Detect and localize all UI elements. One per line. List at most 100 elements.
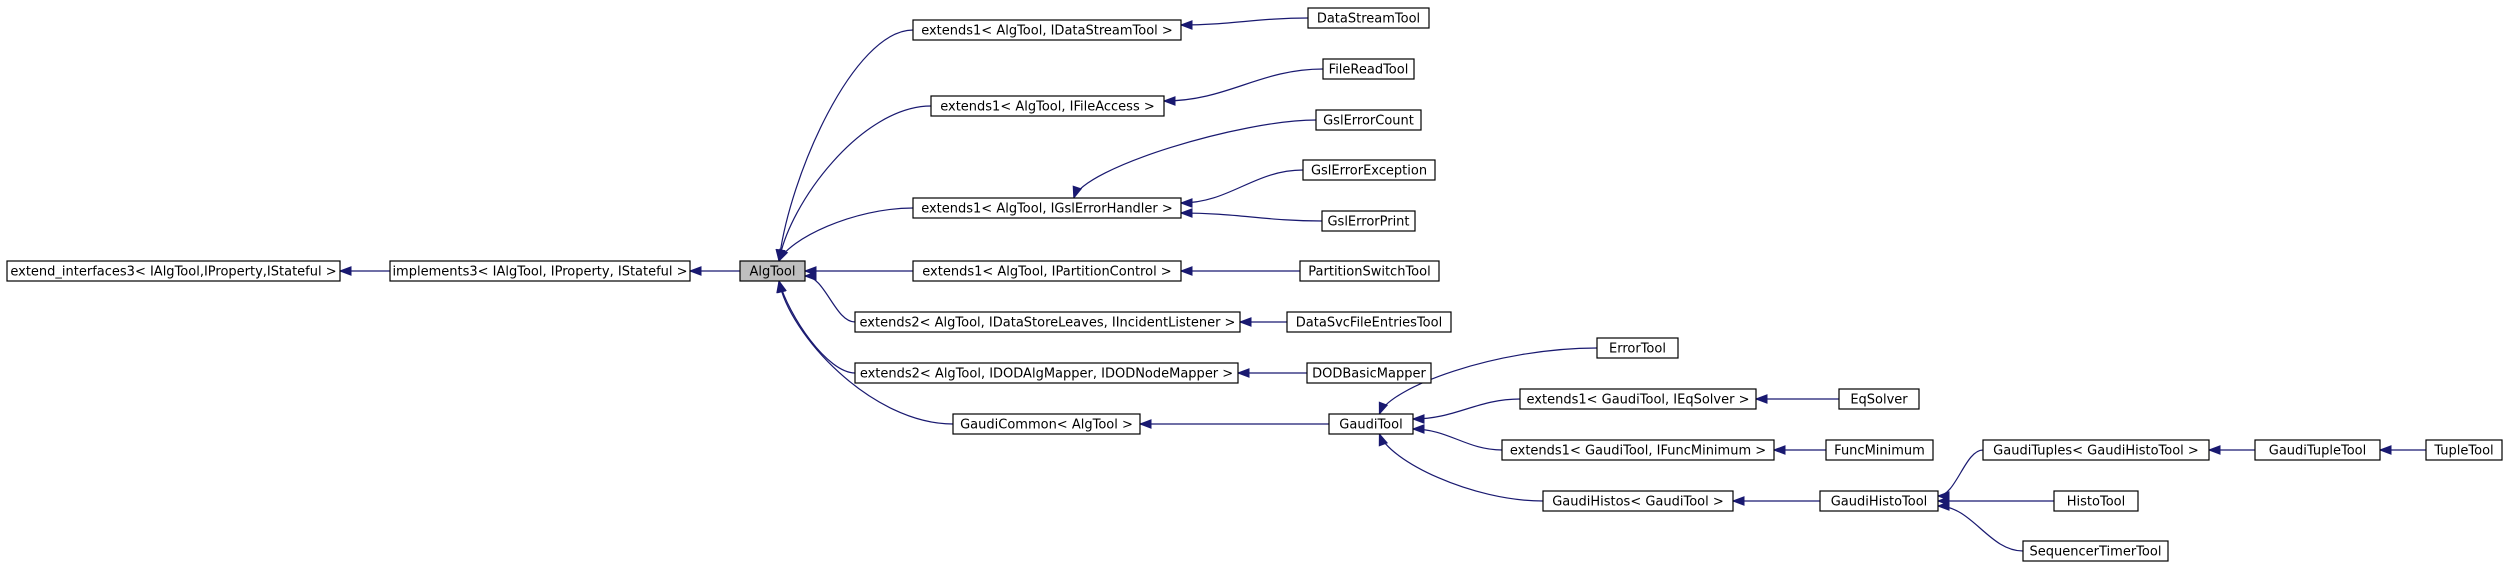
class-node-AlgTool[interactable]: AlgTool — [739, 260, 806, 282]
class-node-ext_funcmin[interactable]: extends1< GaudiTool, IFuncMinimum > — [1501, 439, 1775, 461]
edge-implements3-to-extend_interfaces3-arrowhead — [338, 266, 352, 276]
class-node-EqSolver[interactable]: EqSolver — [1838, 388, 1920, 410]
class-node-box — [1321, 210, 1416, 232]
class-node-GaudiTupleTool[interactable]: GaudiTupleTool — [2254, 439, 2381, 461]
class-node-label: TupleTool — [2433, 444, 2493, 459]
class-node-label: extends1< AlgTool, IPartitionControl > — [922, 265, 1171, 280]
edge-GaudiHistoTool-to-gaudihistos-arrowhead — [1731, 496, 1745, 506]
class-node-label: PartitionSwitchTool — [1308, 265, 1430, 280]
edge-ext_gslerror-to-AlgTool-arrowhead — [778, 248, 789, 263]
class-node-DataSvcFileEntriesTool[interactable]: DataSvcFileEntriesTool — [1286, 311, 1452, 333]
class-node-box — [1328, 413, 1414, 435]
edge-ext_datastream-to-AlgTool — [778, 29, 914, 262]
edge-SequencerTimerTool-to-GaudiHistoTool-arrowhead — [1936, 501, 1950, 511]
class-node-box — [2022, 540, 2169, 562]
class-node-FileReadTool[interactable]: FileReadTool — [1322, 58, 1415, 80]
class-node-box — [1542, 490, 1734, 512]
class-node-label: FileReadTool — [1329, 63, 1409, 78]
class-node-gaudihistos[interactable]: GaudiHistos< GaudiTool > — [1542, 490, 1734, 512]
class-node-label: GslErrorException — [1311, 164, 1427, 179]
edge-GslErrorCount-to-ext_gslerror — [1073, 119, 1317, 199]
class-node-ext_gslerror[interactable]: extends1< AlgTool, IGslErrorHandler > — [912, 197, 1182, 219]
edge-DODBasicMapper-to-ext_dod-arrowhead — [1236, 368, 1250, 378]
edge-GslErrorException-to-ext_gslerror-arrowhead — [1179, 198, 1193, 208]
class-node-label: DataSvcFileEntriesTool — [1296, 316, 1442, 331]
class-node-ext_partition[interactable]: extends1< AlgTool, IPartitionControl > — [912, 260, 1182, 282]
class-node-SequencerTimerTool[interactable]: SequencerTimerTool — [2022, 540, 2169, 562]
edge-GaudiTool-to-gaudicommon-arrowhead — [1138, 419, 1152, 429]
class-node-label: extends1< AlgTool, IFileAccess > — [940, 100, 1155, 115]
class-node-box — [1825, 439, 1934, 461]
class-node-box — [1596, 337, 1679, 359]
class-node-PartitionSwitchTool[interactable]: PartitionSwitchTool — [1299, 260, 1440, 282]
class-node-ext_dod[interactable]: extends2< AlgTool, IDODAlgMapper, IDODNo… — [854, 362, 1239, 384]
class-node-TupleTool[interactable]: TupleTool — [2425, 439, 2503, 461]
class-node-label: GslErrorPrint — [1327, 215, 1409, 230]
class-node-box — [1306, 362, 1432, 384]
class-node-box — [930, 95, 1165, 117]
class-node-GaudiHistoTool[interactable]: GaudiHistoTool — [1819, 490, 1939, 512]
class-node-box — [1501, 439, 1775, 461]
class-node-GslErrorPrint[interactable]: GslErrorPrint — [1321, 210, 1416, 232]
edge-GslErrorPrint-to-ext_gslerror-arrowhead — [1179, 208, 1193, 218]
inheritance-edges — [338, 17, 2426, 552]
edge-gaudicommon-to-AlgTool-arrowhead — [776, 279, 786, 294]
edge-DataStreamTool-to-ext_datastream — [1180, 17, 1309, 26]
class-node-label: EqSolver — [1850, 393, 1908, 408]
edge-gaudicommon-to-AlgTool — [778, 280, 954, 425]
class-node-ext_datastore[interactable]: extends2< AlgTool, IDataStoreLeaves, IIn… — [854, 311, 1241, 333]
class-node-ext_datastream[interactable]: extends1< AlgTool, IDataStreamTool > — [912, 19, 1182, 41]
edge-GslErrorCount-to-ext_gslerror-arrowhead — [1072, 185, 1083, 200]
class-node-box — [1302, 159, 1436, 181]
class-node-GslErrorCount[interactable]: GslErrorCount — [1315, 109, 1422, 131]
edge-ext_funcmin-to-GaudiTool — [1412, 428, 1503, 451]
class-node-box — [389, 260, 691, 282]
class-node-GslErrorException[interactable]: GslErrorException — [1302, 159, 1436, 181]
class-node-box — [1519, 388, 1757, 410]
class-node-DataStreamTool[interactable]: DataStreamTool — [1307, 7, 1430, 29]
class-node-box — [912, 260, 1182, 282]
class-node-GaudiTool[interactable]: GaudiTool — [1328, 413, 1414, 435]
class-node-ErrorTool[interactable]: ErrorTool — [1596, 337, 1679, 359]
edge-GaudiTupleTool-to-gaudituples-arrowhead — [2207, 445, 2221, 455]
class-node-label: HistoTool — [2067, 495, 2125, 510]
class-node-box — [1299, 260, 1440, 282]
class-node-label: SequencerTimerTool — [2030, 545, 2162, 560]
class-node-label: extends1< AlgTool, IDataStreamTool > — [921, 24, 1173, 39]
edge-ext_datastore-to-AlgTool-arrowhead — [803, 271, 817, 281]
class-node-box — [6, 260, 341, 282]
class-node-HistoTool[interactable]: HistoTool — [2053, 490, 2139, 512]
class-node-DODBasicMapper[interactable]: DODBasicMapper — [1306, 362, 1432, 384]
class-node-gaudituples[interactable]: GaudiTuples< GaudiHistoTool > — [1982, 439, 2210, 461]
class-node-box — [912, 19, 1182, 41]
class-node-label: extends1< AlgTool, IGslErrorHandler > — [921, 202, 1173, 217]
edge-ext_eqsolver-to-GaudiTool-arrowhead — [1411, 414, 1425, 424]
class-node-ext_eqsolver[interactable]: extends1< GaudiTool, IEqSolver > — [1519, 388, 1757, 410]
class-node-box — [2053, 490, 2139, 512]
class-node-gaudicommon[interactable]: GaudiCommon< AlgTool > — [952, 413, 1141, 435]
edge-FileReadTool-to-ext_fileaccess-arrowhead — [1162, 96, 1176, 106]
class-node-label: implements3< IAlgTool, IProperty, IState… — [392, 265, 687, 280]
edge-gaudihistos-to-GaudiTool — [1378, 433, 1544, 502]
class-node-ext_fileaccess[interactable]: extends1< AlgTool, IFileAccess > — [930, 95, 1165, 117]
class-node-box — [1838, 388, 1920, 410]
class-node-label: GaudiTool — [1339, 418, 1402, 433]
edge-ext_dod-to-AlgTool — [778, 280, 856, 374]
class-node-box — [2425, 439, 2503, 461]
class-node-box — [912, 197, 1182, 219]
edge-ErrorTool-to-GaudiTool — [1378, 347, 1598, 415]
edge-TupleTool-to-GaudiTupleTool-arrowhead — [2378, 445, 2392, 455]
edge-GslErrorPrint-to-ext_gslerror — [1180, 212, 1323, 222]
class-node-box — [1307, 7, 1430, 29]
class-node-label: extends1< GaudiTool, IEqSolver > — [1527, 393, 1750, 408]
edge-SequencerTimerTool-to-GaudiHistoTool — [1937, 505, 2024, 552]
class-node-extend_interfaces3[interactable]: extend_interfaces3< IAlgTool,IProperty,I… — [6, 260, 341, 282]
class-node-box — [739, 260, 806, 282]
class-nodes: extend_interfaces3< IAlgTool,IProperty,I… — [6, 7, 2503, 562]
class-node-implements3[interactable]: implements3< IAlgTool, IProperty, IState… — [389, 260, 691, 282]
class-node-box — [854, 311, 1241, 333]
class-node-label: FuncMinimum — [1834, 444, 1925, 459]
class-node-box — [1286, 311, 1452, 333]
edge-ext_eqsolver-to-GaudiTool — [1412, 398, 1521, 420]
class-node-FuncMinimum[interactable]: FuncMinimum — [1825, 439, 1934, 461]
